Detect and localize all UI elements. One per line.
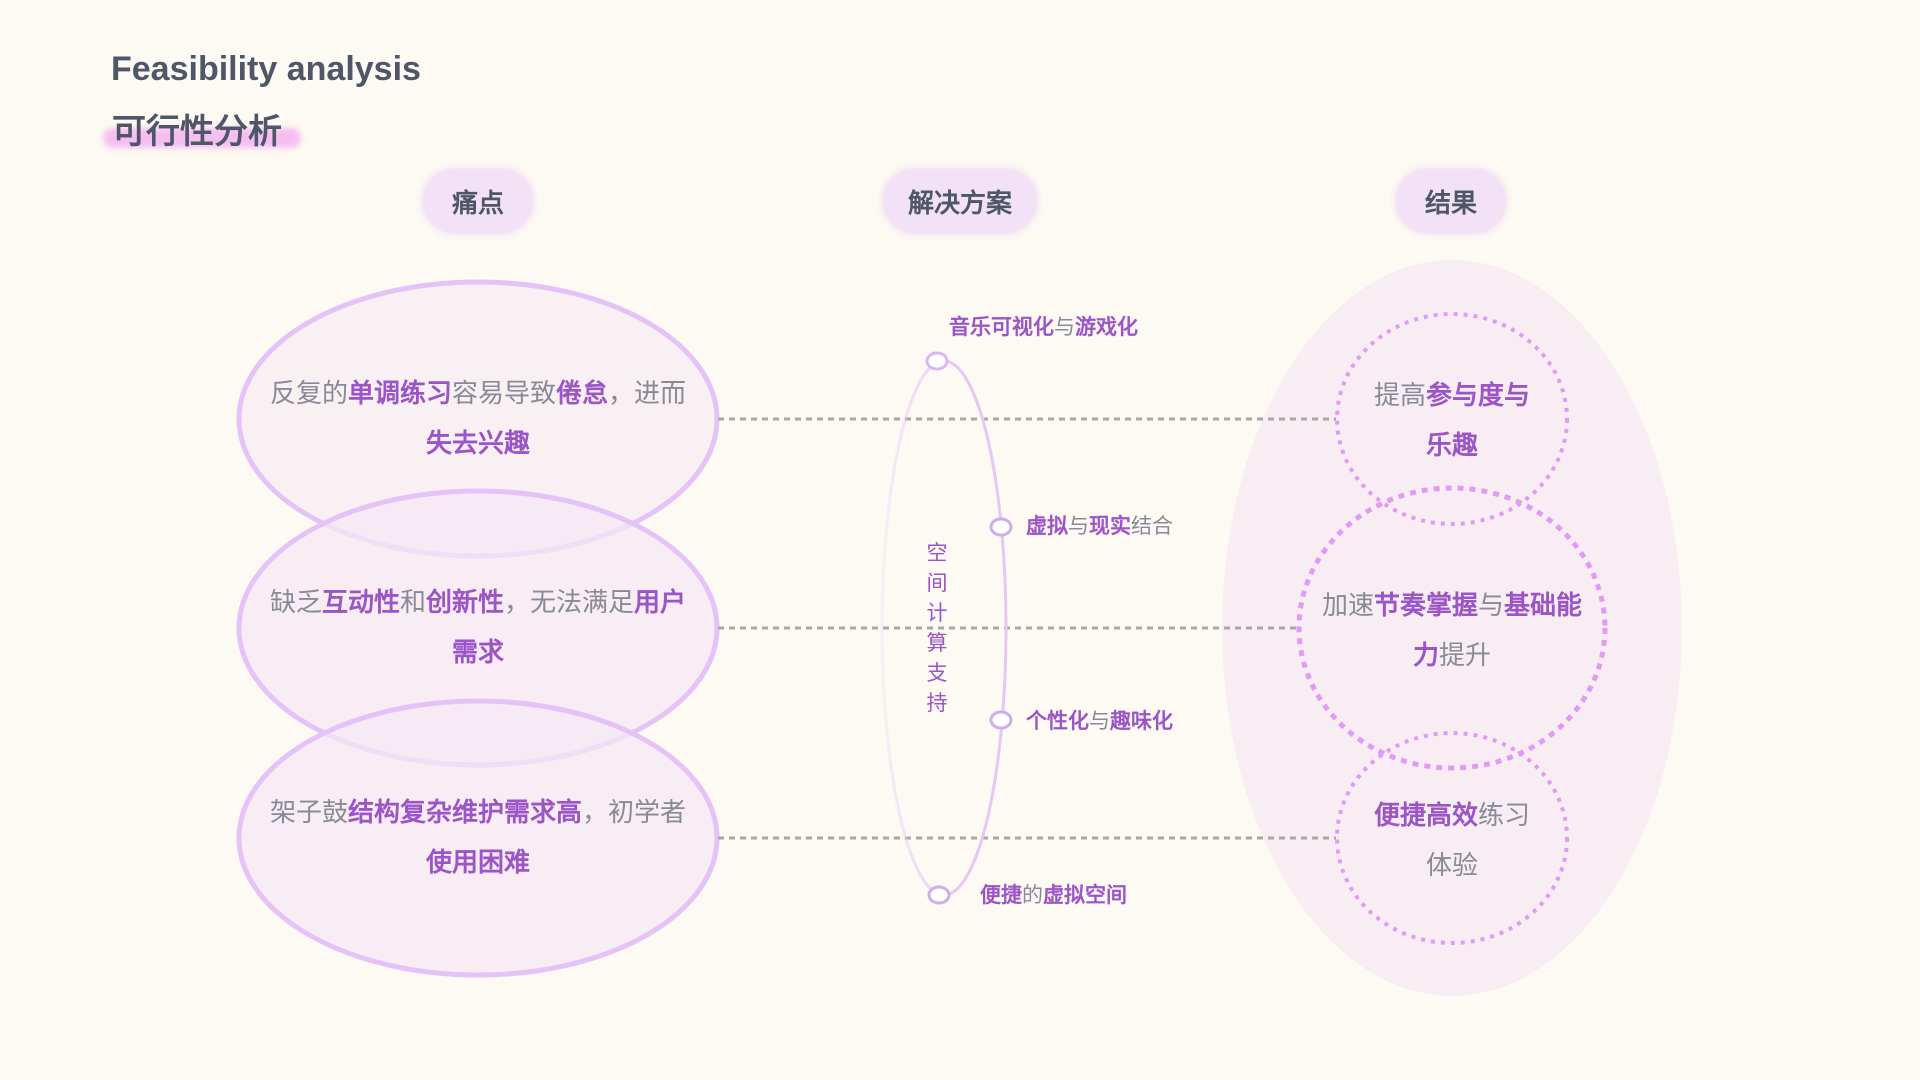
text-segment: ，无法满足 bbox=[504, 588, 635, 618]
text-segment: 容易导致 bbox=[451, 379, 556, 409]
solution-label-1: 音乐可视化与游戏化 bbox=[949, 311, 1138, 341]
solution-node-4 bbox=[927, 885, 951, 905]
text-segment: 和 bbox=[399, 588, 426, 618]
result-circle-3 bbox=[1335, 731, 1569, 945]
pain-ellipse-3 bbox=[236, 698, 720, 978]
results-background bbox=[1222, 260, 1682, 996]
text-segment: ，进而 bbox=[608, 379, 687, 409]
page-title-cn-wrap: 可行性分析 bbox=[103, 104, 301, 153]
text-segment: 与 bbox=[1478, 591, 1505, 621]
text-segment: 缺乏 bbox=[269, 588, 322, 618]
text-segment: 与 bbox=[1054, 315, 1075, 339]
result-3: 便捷高效练习体验 bbox=[1362, 791, 1542, 891]
highlight-text: 创新性 bbox=[426, 588, 505, 618]
text-segment: 加速 bbox=[1321, 591, 1374, 621]
highlight-text: 节奏掌握 bbox=[1373, 591, 1478, 621]
solution-node-2 bbox=[989, 517, 1013, 537]
highlight-text: 趣味化 bbox=[1110, 709, 1173, 733]
text-segment: 与 bbox=[1068, 514, 1089, 538]
text-segment: 提升 bbox=[1439, 641, 1492, 671]
highlight-text: 虚拟空间 bbox=[1043, 883, 1127, 907]
text-segment: 提高 bbox=[1373, 381, 1426, 411]
highlight-text: 结构复杂维护需求高 bbox=[347, 798, 582, 828]
text-segment: ，初学者 bbox=[582, 798, 687, 828]
highlight-text: 参与度与乐趣 bbox=[1425, 381, 1531, 461]
pain-point-3: 架子鼓结构复杂维护需求高，初学者使用困难 bbox=[263, 788, 693, 888]
highlight-text: 便捷高效 bbox=[1373, 801, 1478, 831]
page-title-cn: 可行性分析 bbox=[112, 112, 282, 152]
highlight-text: 失去兴趣 bbox=[425, 429, 530, 459]
highlight-text: 互动性 bbox=[321, 588, 400, 618]
highlight-text: 倦怠 bbox=[556, 379, 609, 409]
solution-label-3: 个性化与趣味化 bbox=[1026, 705, 1173, 735]
highlight-text: 音乐可视化 bbox=[949, 315, 1054, 339]
solution-node-3 bbox=[989, 710, 1013, 730]
page-title-en: Feasibility analysis bbox=[111, 50, 421, 88]
highlight-text: 单调练习 bbox=[347, 379, 452, 409]
solution-label-4: 便捷的虚拟空间 bbox=[980, 879, 1127, 909]
column-header-pain: 痛点 bbox=[423, 169, 533, 233]
text-segment: 与 bbox=[1089, 709, 1110, 733]
result-circle-2 bbox=[1296, 485, 1608, 771]
result-2: 加速节奏掌握与基础能力提升 bbox=[1317, 581, 1587, 681]
solution-node-1 bbox=[925, 351, 949, 371]
highlight-text: 基础能力 bbox=[1412, 591, 1583, 671]
pain-point-2: 缺乏互动性和创新性，无法满足用户需求 bbox=[263, 578, 693, 678]
text-segment: 练习体验 bbox=[1425, 801, 1531, 881]
title-highlight bbox=[103, 128, 301, 148]
text-segment: 结合 bbox=[1131, 514, 1173, 538]
highlight-text: 个性化 bbox=[1026, 709, 1089, 733]
solution-center-label: 空间计算支持 bbox=[926, 541, 948, 715]
highlight-text: 虚拟 bbox=[1026, 514, 1068, 538]
pain-point-1: 反复的单调练习容易导致倦怠，进而失去兴趣 bbox=[263, 369, 693, 469]
highlight-text: 用户需求 bbox=[451, 588, 687, 668]
highlight-text: 游戏化 bbox=[1075, 315, 1138, 339]
solution-label-2: 虚拟与现实结合 bbox=[1026, 510, 1173, 540]
highlight-text: 使用困难 bbox=[425, 848, 530, 878]
text-segment: 架子鼓 bbox=[269, 798, 348, 828]
text-segment: 的 bbox=[1022, 883, 1043, 907]
column-header-solution: 解决方案 bbox=[883, 169, 1037, 233]
highlight-text: 便捷 bbox=[980, 883, 1022, 907]
text-segment: 反复的 bbox=[269, 379, 348, 409]
result-circle-1 bbox=[1335, 312, 1569, 526]
result-1: 提高参与度与乐趣 bbox=[1362, 371, 1542, 471]
highlight-text: 现实 bbox=[1089, 514, 1131, 538]
column-header-result: 结果 bbox=[1396, 169, 1506, 233]
